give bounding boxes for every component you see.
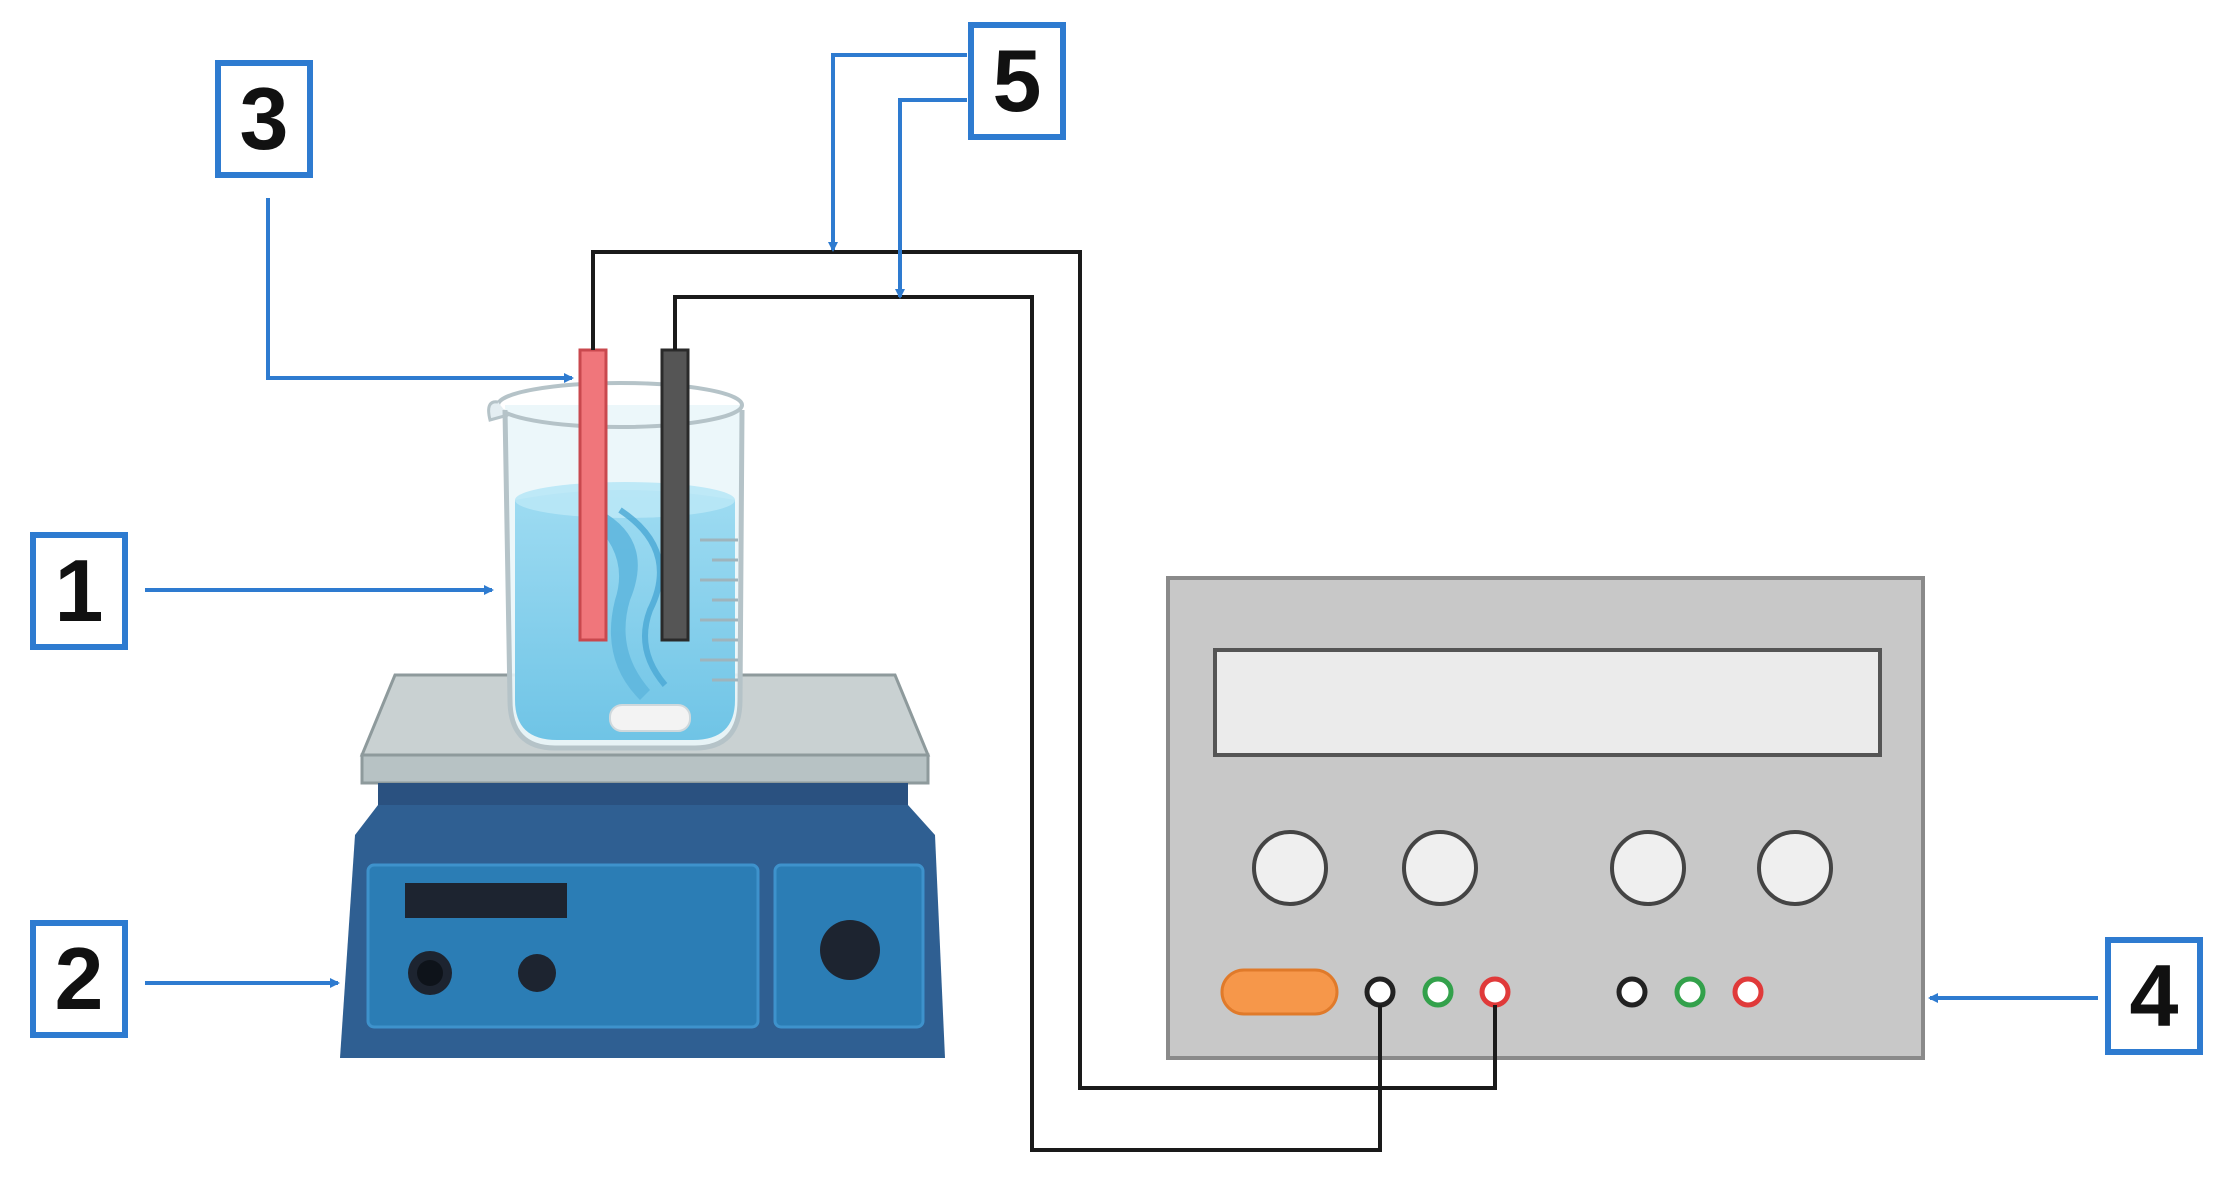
- callout-arrows: [145, 53, 2098, 1003]
- arrow-5a: [828, 53, 967, 252]
- magnetic-stirrer-icon: [340, 673, 945, 1058]
- arrow-3: [266, 198, 574, 383]
- wire-icon: [591, 250, 1497, 1152]
- label-4: 4: [2105, 937, 2203, 1055]
- arrow-5b: [895, 98, 967, 299]
- label-5: 5: [968, 22, 1066, 140]
- beaker-icon: [487, 381, 745, 751]
- label-1: 1: [30, 532, 128, 650]
- power-supply-icon: [1166, 576, 1925, 1060]
- label-3: 3: [215, 60, 313, 178]
- label-2: 2: [30, 920, 128, 1038]
- electrode-icon: [578, 348, 690, 642]
